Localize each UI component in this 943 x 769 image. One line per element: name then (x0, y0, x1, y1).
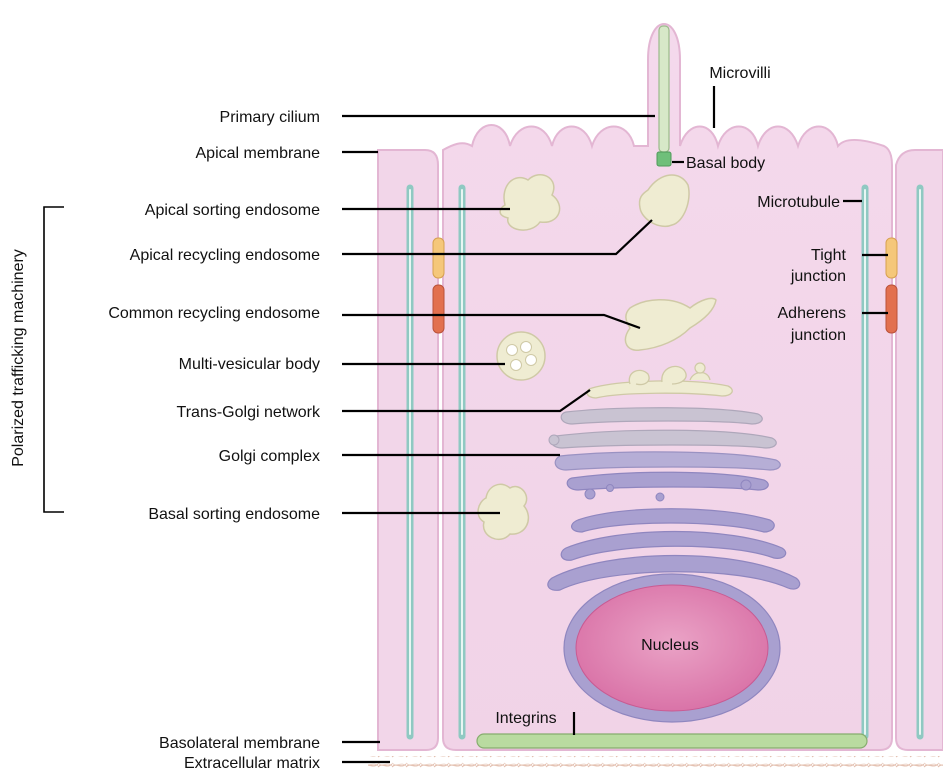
adherens-junction-right (886, 285, 897, 333)
extracellular-matrix-band (368, 756, 943, 768)
label-trans-golgi-network: Trans-Golgi network (177, 404, 321, 421)
label-basal-sorting-endosome: Basal sorting endosome (148, 506, 320, 523)
label-multi-vesicular-body: Multi-vesicular body (179, 356, 320, 373)
label-apical-recycling-endosome: Apical recycling endosome (130, 247, 320, 264)
label-primary-cilium: Primary cilium (220, 109, 320, 126)
label-integrins: Integrins (495, 710, 556, 727)
adherens-junction-left (433, 285, 444, 333)
label-extracellular-matrix: Extracellular matrix (184, 755, 320, 769)
label-basolateral-membrane: Basolateral membrane (159, 735, 320, 752)
label-microvilli: Microvilli (709, 65, 770, 82)
multi-vesicular-body (497, 332, 545, 380)
label-apical-membrane: Apical membrane (196, 145, 321, 162)
label-adherens-junction-1: Adherens (778, 305, 847, 322)
primary-cilium-axoneme (659, 26, 669, 152)
bracket-label: Polarized trafficking machinery (10, 249, 27, 467)
tight-junction-right (886, 238, 897, 278)
label-apical-sorting-endosome: Apical sorting endosome (145, 202, 320, 219)
label-adherens-junction-2: junction (790, 327, 846, 344)
label-basal-body: Basal body (686, 155, 765, 172)
label-nucleus: Nucleus (641, 637, 699, 654)
basal-body (657, 152, 671, 166)
trafficking-bracket (44, 207, 64, 512)
tight-junction-left (433, 238, 444, 278)
label-microtubule: Microtubule (757, 194, 840, 211)
apical-sorting-endosome (500, 175, 560, 230)
label-golgi-complex: Golgi complex (219, 448, 320, 465)
label-common-recycling-endosome: Common recycling endosome (108, 305, 320, 322)
label-tight-junction-1: Tight (811, 247, 847, 264)
integrins-bar (477, 734, 867, 748)
label-tight-junction-2: junction (790, 268, 846, 285)
